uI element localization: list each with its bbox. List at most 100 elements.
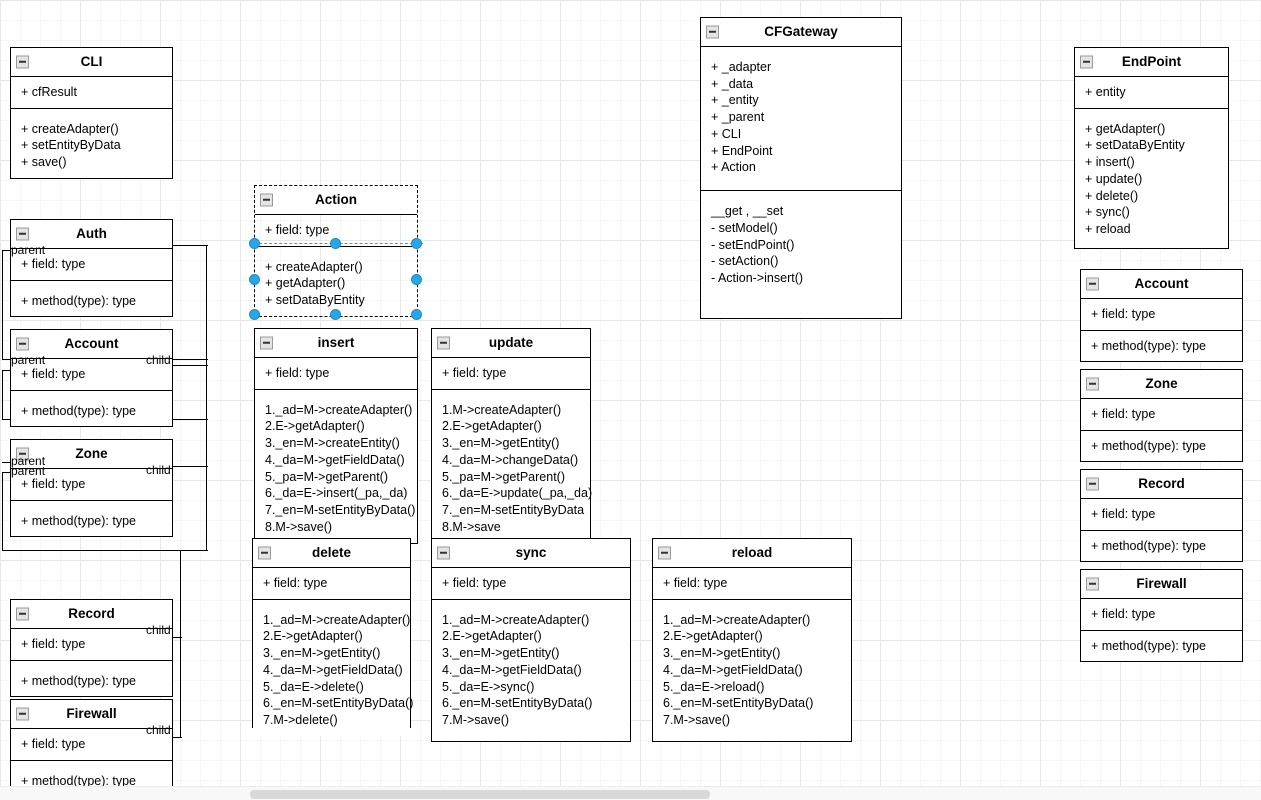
connector-auth-account-left[interactable] [2, 250, 3, 360]
class-sync[interactable]: sync + field: type 1._ad=M->createAdapte… [431, 538, 631, 742]
horizontal-scrollbar-thumb[interactable] [250, 790, 710, 799]
collapse-minus-icon[interactable] [1086, 377, 1099, 391]
class-delete[interactable]: delete + field: type 1._ad=M->createAdap… [252, 538, 413, 736]
connector-zone-parent-stub-b[interactable] [2, 472, 14, 473]
connector-auth-account-vert[interactable] [206, 245, 207, 360]
class-cfgateway[interactable]: CFGateway + _adapter + _data + _entity +… [700, 17, 902, 319]
collapse-minus-icon[interactable] [1086, 577, 1099, 591]
attribute-row: + Action [711, 160, 756, 175]
operation-row: __get , __set [711, 204, 784, 219]
connector-label-parent: parent [11, 454, 46, 468]
connector-auth-parent-stub[interactable] [2, 250, 14, 251]
collapse-minus-icon[interactable] [658, 546, 671, 560]
operation-row: + method(type): type [1091, 638, 1206, 653]
class-reload[interactable]: reload + field: type 1._ad=M->createAdap… [652, 538, 852, 742]
attribute-row: + field: type [263, 575, 328, 590]
collapse-minus-icon[interactable] [16, 607, 29, 621]
class-update[interactable]: update + field: type 1.M->createAdapter(… [431, 328, 592, 544]
class-attributes: + field: type [1081, 298, 1242, 331]
connector-zone-record-bottom[interactable] [2, 550, 208, 551]
attribute-row: + field: type [1091, 606, 1156, 621]
attribute-row: + field: type [265, 365, 330, 380]
collapse-minus-icon[interactable] [706, 25, 719, 39]
operation-row: - setAction() [711, 254, 779, 269]
operation-row: + method(type): type [1091, 538, 1206, 553]
connector-zone-record-vert[interactable] [206, 463, 207, 551]
class-account-right[interactable]: Account + field: type + method(type): ty… [1080, 269, 1243, 363]
collapse-minus-icon[interactable] [258, 546, 271, 560]
operation-row: + reload [1085, 222, 1131, 237]
operation-row: 7._en=M-setEntityByData [442, 503, 585, 518]
class-record-left[interactable]: Record + field: type + method(type): typ… [10, 599, 173, 698]
class-auth[interactable]: Auth + field: type + method(type): type [10, 219, 173, 318]
class-title: Record [1081, 470, 1242, 499]
connector-label-parent: parent [11, 243, 46, 257]
operation-row: + createAdapter() [265, 259, 363, 274]
class-firewall-left[interactable]: Firewall + field: type + method(type): t… [10, 699, 173, 798]
class-operations: + method(type): type [11, 390, 172, 427]
operation-row: 2.E->getAdapter() [265, 419, 365, 434]
class-zone-left[interactable]: Zone + field: type + method(type): type [10, 439, 173, 538]
collapse-minus-icon[interactable] [1086, 277, 1099, 291]
class-title: Zone [1081, 370, 1242, 399]
attribute-row: + field: type [1091, 306, 1156, 321]
connector-record-firewall-vert[interactable] [180, 550, 181, 738]
class-name-label: Account [64, 336, 119, 351]
collapse-minus-icon[interactable] [260, 193, 273, 207]
class-zone-right[interactable]: Zone + field: type + method(type): type [1080, 369, 1243, 463]
collapse-minus-icon[interactable] [1080, 55, 1093, 69]
operation-row: 7.M->save() [663, 713, 731, 728]
connector-account-zone[interactable] [172, 365, 208, 366]
connector-account-parent-stub[interactable] [2, 370, 14, 371]
connector-auth-account[interactable] [172, 245, 208, 246]
operation-row: 2.E->getAdapter() [442, 419, 542, 434]
class-account-left[interactable]: Account + field: type + method(type): ty… [10, 329, 173, 428]
operation-row: 3._en=M->getEntity() [442, 646, 560, 661]
class-name-label: CFGateway [764, 24, 838, 39]
connector-account-zone-vert[interactable] [206, 343, 207, 463]
connector-label-child: child [146, 723, 171, 737]
operation-row: 5._pa=M->getParent() [265, 469, 388, 484]
operation-row: 4._da=M->getFieldData() [442, 662, 582, 677]
operation-row: 1._ad=M->createAdapter() [263, 612, 411, 627]
connector-zone-record[interactable] [172, 466, 208, 467]
class-endpoint[interactable]: EndPoint + entity + getAdapter() + setDa… [1074, 47, 1229, 249]
class-attributes: + field: type [1081, 598, 1242, 631]
operation-row: + method(type): type [21, 513, 136, 528]
class-attributes: + field: type [11, 468, 172, 501]
attribute-row: + _parent [711, 110, 765, 125]
collapse-minus-icon[interactable] [16, 227, 29, 241]
class-cli[interactable]: CLI + cfResult + createAdapter() + setEn… [10, 47, 173, 179]
class-firewall-right[interactable]: Firewall + field: type + method(type): t… [1080, 569, 1243, 663]
collapse-minus-icon[interactable] [16, 337, 29, 351]
class-operations: 1._ad=M->createAdapter() 2.E->getAdapter… [432, 599, 630, 736]
connector-zone-parent-stub-a[interactable] [2, 462, 14, 463]
horizontal-scrollbar-track[interactable] [0, 786, 1261, 800]
collapse-minus-icon[interactable] [437, 336, 450, 350]
connector-account-zone-left[interactable] [2, 370, 3, 420]
attribute-row: + field: type [265, 222, 330, 237]
connector-firewall-child[interactable] [172, 737, 182, 738]
collapse-minus-icon[interactable] [260, 336, 273, 350]
class-operations: + method(type): type [1081, 330, 1242, 362]
collapse-minus-icon[interactable] [16, 707, 29, 721]
collapse-minus-icon[interactable] [16, 447, 29, 461]
class-operations: + method(type): type [11, 660, 172, 697]
class-action[interactable]: Action + field: type + createAdapter() +… [254, 185, 418, 317]
class-insert[interactable]: insert + field: type 1._ad=M->createAdap… [254, 328, 418, 544]
class-operations: __get , __set - setModel() - setEndPoint… [701, 191, 901, 294]
collapse-minus-icon[interactable] [16, 55, 29, 69]
attribute-row: + field: type [21, 636, 86, 651]
operation-row: + setDataByEntity [1085, 138, 1185, 153]
connector-zone-record-left[interactable] [2, 472, 3, 551]
operation-row: 6._en=M-setEntityByData() [663, 696, 814, 711]
class-attributes: + field: type [11, 358, 172, 391]
operation-row: - setModel() [711, 220, 778, 235]
class-record-right[interactable]: Record + field: type + method(type): typ… [1080, 469, 1243, 563]
collapse-minus-icon[interactable] [1086, 477, 1099, 491]
collapse-minus-icon[interactable] [437, 546, 450, 560]
operation-row: 2.E->getAdapter() [442, 629, 542, 644]
class-name-label: CLI [80, 54, 103, 69]
connector-record-child[interactable] [172, 637, 182, 638]
